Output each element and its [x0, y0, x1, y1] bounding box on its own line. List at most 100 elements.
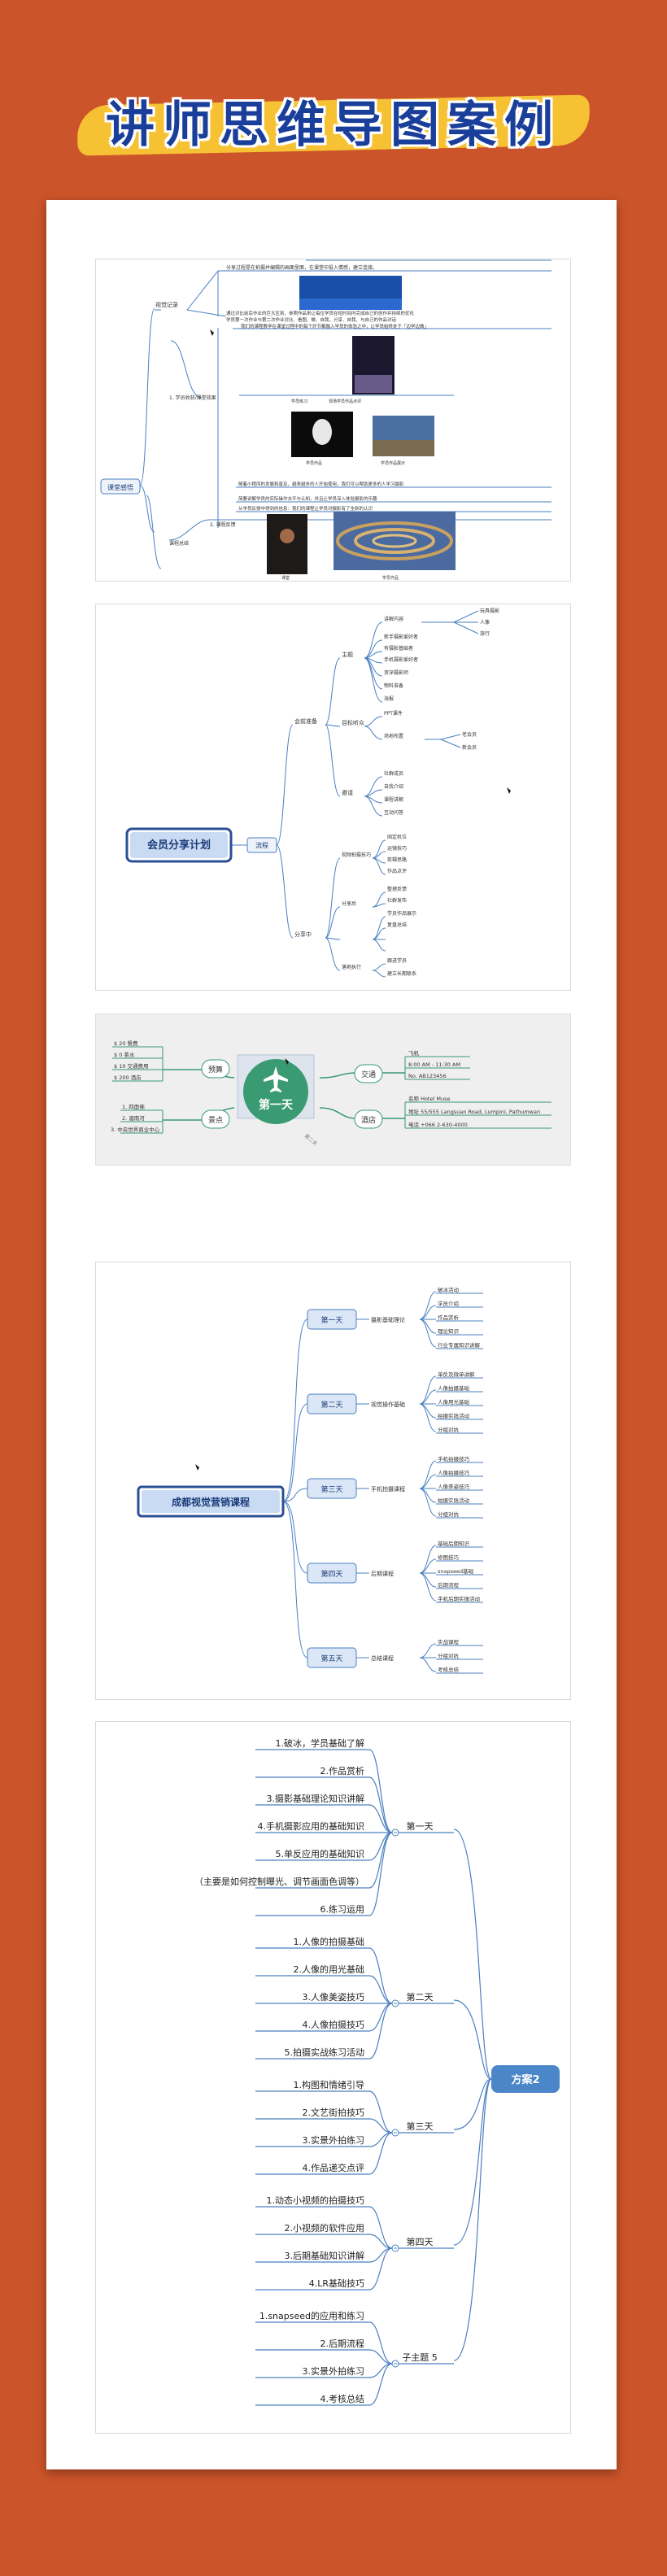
m3-traffic-node [354, 1064, 383, 1083]
m5-item-3-4: 4.作品递交点评 [303, 2162, 365, 2173]
m4-day-node-3 [307, 1478, 357, 1499]
m5-group-label-5: 子主题 5 [402, 2352, 438, 2363]
mindmap-2-canvas: 会员分享计划 流程 会前准备 分享中 主题 目标听众 邀请 讲解内容 玩具摄影 … [125, 608, 511, 978]
m2-root-fill [130, 832, 228, 858]
m1-caption-5: 课堂 [281, 575, 290, 581]
m3-budget-item-3: $ 10 交通费用 [114, 1062, 149, 1070]
m2-action-item-1: 跟进学员 [387, 957, 407, 964]
m2-topic-item-3: 旅行 [480, 630, 490, 637]
m1-text-5: 随着小程序的发展和普及，越来越多的人开始使用，我们可以帮助更多的人学习摄影 [238, 481, 404, 487]
m3-traffic-item-1: 飞机 [408, 1049, 420, 1057]
m1-branch-summary: 课程总结 [169, 540, 189, 547]
m5-group-label-4: 第四天 [407, 2236, 434, 2247]
m2-process-item-1: 自我介绍 [384, 783, 403, 790]
mindmap-4-canvas: 成都视觉营销课程 第一天摄影基础理论破冰活动学员介绍作品赏析理论知识行业专属知识… [137, 1286, 483, 1674]
m4-root-label: 成都视觉营销课程 [172, 1496, 250, 1508]
m5-item-2-2: 2.人像的用光基础 [294, 1964, 365, 1975]
m4-day-node-5 [307, 1647, 357, 1668]
page-title: 讲师思维导图案例 [106, 97, 561, 154]
m4-leaf-1-5: 行业专属知识讲解 [438, 1341, 481, 1349]
m5-item-4-1: 1.动态小视频的拍摄技巧 [267, 2195, 365, 2206]
m4-root-fill [142, 1490, 280, 1513]
m2-topic-item-2: 人像 [480, 619, 490, 625]
m3-hotel-label: 酒店 [361, 1115, 376, 1125]
m4-leaf-5-3: 考核总结 [438, 1666, 460, 1673]
m4-leaf-3-2: 人像拍摄技巧 [438, 1469, 470, 1476]
m1-cursor-icon [210, 329, 214, 336]
m5-item-5-1: 1.snapseed的应用和练习 [259, 2310, 364, 2321]
m3-sights-label: 景点 [208, 1116, 223, 1125]
m2-topic-leaf: 讲解内容 [384, 616, 403, 622]
m5-item-4-3: 3.后期基础知识讲解 [285, 2250, 365, 2261]
m4-leaf-4-4: 后期流程 [438, 1581, 460, 1589]
m3-budget-item-1: $ 20 餐费 [114, 1040, 138, 1047]
m1-photo-6 [334, 512, 456, 570]
m5-item-4-4: 4.LR基础技巧 [309, 2278, 364, 2289]
m5-item-1-1: 1.破冰，学员基础了解 [276, 1737, 365, 1749]
m1-photo-6-terrace-1 [336, 521, 453, 560]
m1-photo-6-terrace-2 [354, 528, 435, 554]
m2-invite-item-3: 社群成员 [384, 770, 403, 777]
m5-root-node [491, 2065, 560, 2093]
m2-flow-label: 流程 [255, 841, 268, 849]
mindmap-member-share-plan: 会员分享计划 流程 会前准备 分享中 主题 目标听众 邀请 讲解内容 玩具摄影 … [95, 604, 571, 991]
m2-flow-node [246, 837, 277, 853]
m2-video-item-3: 剪辑思路 [387, 856, 407, 863]
m2-root-label: 会员分享计划 [147, 839, 211, 852]
m4-leaf-1-2: 学员介绍 [438, 1300, 460, 1307]
m5-item-2-4: 4.人像拍摄技巧 [303, 2019, 365, 2030]
m3-sights-item-1: 1. 四面佛 [122, 1103, 145, 1110]
m1-text-4: 我们的课程教学在课堂过程中的每个环节都融入学员的体验之中，让学员始终处于「边学边… [241, 323, 429, 329]
m2-topic-label: 主题 [342, 651, 353, 658]
m1-branch-results: 1. 学员收获/课堂效果 [169, 394, 216, 401]
m1-photo-2-sky [355, 375, 392, 393]
m5-item-1-7: 6.练习运用 [320, 1903, 365, 1915]
airplane-icon [264, 1066, 288, 1092]
m3-center-node [243, 1059, 308, 1124]
m1-photo-1-band [299, 299, 402, 310]
m2-invite-item-2: 新会员 [462, 744, 477, 751]
m3-arrow-caption: 第二天 [303, 1132, 319, 1147]
m2-invite-item-1: 老会员 [462, 731, 477, 738]
m5-group-label-1: 第一天 [407, 1820, 434, 1832]
m3-budget-item-2: $ 0 茶水 [114, 1051, 135, 1058]
m4-sub-label-3: 手机拍摄课程 [371, 1485, 405, 1493]
m1-text-7: 从学员反馈中得到的信息：我们的课程让学员对摄影有了全新的认识 [238, 505, 373, 512]
m3-budget-item-4: $ 200 酒店 [114, 1074, 142, 1081]
m5-item-5-2: 2.后期流程 [320, 2338, 365, 2349]
m2-content-item-2: 有摄影基础者 [384, 645, 413, 652]
m2-video-item-1: 固定机位 [387, 834, 407, 840]
m4-leaf-1-3: 作品赏析 [438, 1314, 460, 1321]
m4-day-label-4: 第四天 [320, 1569, 342, 1579]
m1-caption-6: 学员作品 [382, 575, 399, 581]
m5-group-label-3: 第三天 [407, 2121, 434, 2132]
m2-action-item-2: 建立长期联系 [387, 970, 416, 977]
m5-item-3-2: 2.文艺街拍技巧 [303, 2107, 365, 2118]
m2-material-item-3: 场地布置 [384, 733, 403, 739]
m2-material-item-2: PPT课件 [384, 710, 403, 717]
m2-after-item-2: 社群发布 [387, 897, 407, 904]
m2-content-item-3: 手机摄影爱好者 [384, 656, 418, 663]
m5-item-2-1: 1.人像的拍摄基础 [294, 1936, 365, 1947]
m1-photo-3-figure [312, 419, 332, 445]
m4-sub-label-4: 后期课程 [371, 1570, 394, 1577]
m5-item-1-6: （主要是如何控制曝光、调节画面色调等） [194, 1876, 364, 1887]
m1-photo-5-face [280, 529, 294, 543]
m3-hotel-item-2: 地址 55/555 Langsuan Road, Lumpini, Pathum… [408, 1108, 540, 1115]
mindmap-travel-day-one: 第一天 预算 景点 交通 酒店 $ 20 餐费 $ 0 茶水 $ 10 交通费用… [95, 1013, 571, 1166]
m4-day-node-4 [307, 1563, 357, 1584]
m3-traffic-item-2: 8:00 AM - 11:30 AM [408, 1061, 460, 1068]
m5-root-label: 方案2 [511, 2073, 539, 2086]
m2-video-item-2: 运镜技巧 [387, 845, 407, 852]
m3-hotel-item-3: 电话 +066 2-630-4000 [408, 1121, 468, 1128]
m2-action-label: 落地执行 [342, 964, 361, 970]
m4-leaf-1-1: 破冰活动 [438, 1286, 460, 1293]
m3-budget-label: 预算 [208, 1065, 223, 1074]
m4-leaf-3-3: 人像美姿技巧 [438, 1483, 470, 1490]
m5-group-label-2: 第二天 [407, 1991, 434, 2003]
mindmap-chengdu-visual-course: 成都视觉营销课程 第一天摄影基础理论破冰活动学员介绍作品赏析理论知识行业专属知识… [95, 1262, 571, 1700]
m1-branch-feedback: 2. 课程反馈 [210, 521, 236, 528]
m5-item-2-3: 3.人像美姿技巧 [303, 1992, 365, 2003]
m3-sights-node [201, 1109, 230, 1129]
